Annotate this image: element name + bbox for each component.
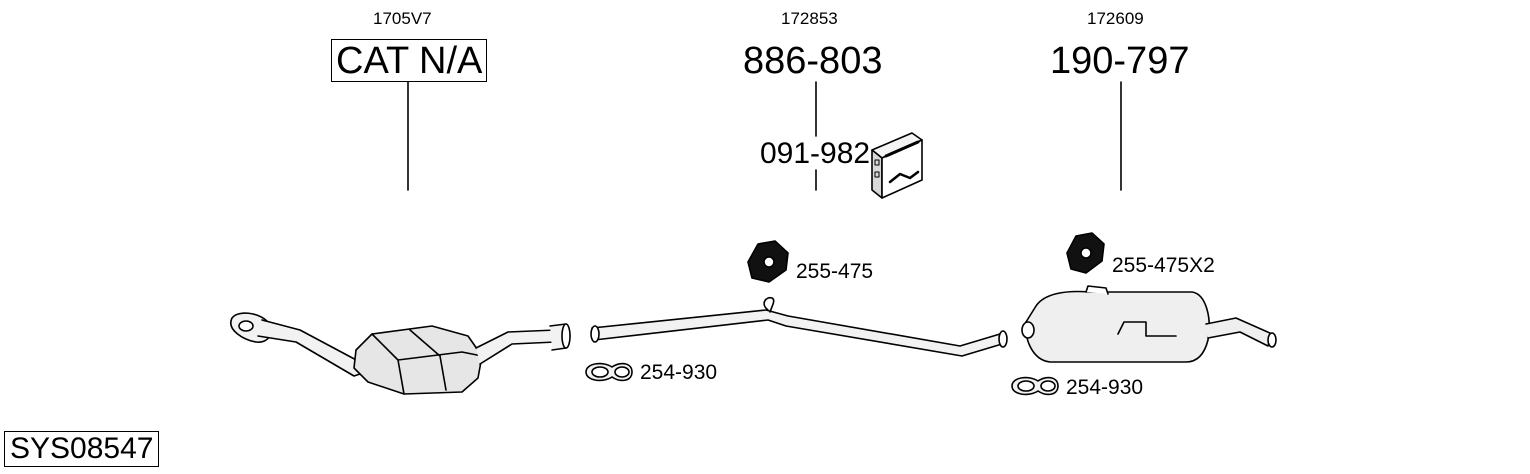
- system-code: SYS08547: [4, 431, 160, 467]
- rubber-hanger-icon: [747, 240, 789, 283]
- middle-pipe-drawing: [590, 296, 1008, 357]
- oe-ref-catalyst: 1705V7: [373, 9, 432, 28]
- oe-ref-middle-pipe: 172853: [781, 9, 838, 28]
- part-number-catalyst[interactable]: CAT N/A: [331, 39, 488, 82]
- exhaust-clamp-icon: [585, 362, 633, 382]
- exhaust-clamp-icon: [1011, 376, 1059, 396]
- part-number-clamp-rear[interactable]: 254-930: [1066, 376, 1144, 399]
- part-number-middle-pipe[interactable]: 886-803: [743, 40, 883, 82]
- part-number-clamp-front[interactable]: 254-930: [640, 361, 718, 384]
- part-number-rubber-rear[interactable]: 255-475X2: [1112, 254, 1215, 277]
- rubber-hanger-icon: [1066, 232, 1105, 274]
- mounting-kit-box-icon: [871, 132, 923, 199]
- part-number-mounting-kit[interactable]: 091-982: [760, 137, 871, 170]
- part-number-rubber-middle[interactable]: 255-475: [796, 260, 874, 283]
- part-number-rear-silencer[interactable]: 190-797: [1050, 40, 1190, 82]
- catalytic-converter-drawing: [230, 312, 571, 395]
- oe-ref-rear-silencer: 172609: [1087, 9, 1144, 28]
- rear-silencer-drawing: [1021, 285, 1277, 363]
